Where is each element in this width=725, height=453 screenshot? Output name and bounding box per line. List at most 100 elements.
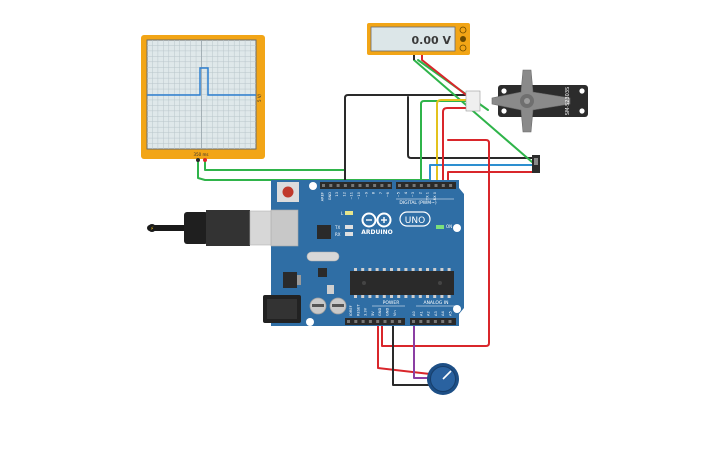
slide-switch[interactable] [532, 155, 540, 173]
top-pin-label: ~3 [411, 192, 415, 197]
chip-pin [418, 268, 422, 271]
header-pin[interactable] [347, 320, 350, 323]
servo-connector [465, 90, 481, 112]
multimeter-mode-a-icon[interactable] [459, 26, 467, 34]
header-pin[interactable] [336, 184, 340, 187]
header-pin[interactable] [361, 320, 365, 323]
header-pin[interactable] [426, 320, 430, 323]
wire-black-pot[interactable] [392, 321, 431, 386]
header-pin[interactable] [376, 320, 380, 323]
potentiometer[interactable] [427, 363, 459, 395]
header-pin[interactable] [433, 320, 437, 323]
multimeter-mode-ohm-icon[interactable] [459, 44, 467, 52]
led-tx-label: TX [334, 225, 340, 230]
chip-pin [368, 295, 372, 298]
header-pin[interactable] [387, 184, 391, 187]
chip-pin [397, 268, 401, 271]
servo-model-label: SM-S2303S [565, 87, 571, 115]
usb-cable-tip [148, 224, 156, 232]
top-pin-label: ~9 [364, 191, 368, 197]
multimeter-reading: 0.00 V [412, 34, 452, 47]
top-pin-label: RX 0 [433, 191, 437, 200]
reset-button[interactable] [282, 186, 294, 198]
wire-blue[interactable] [429, 164, 533, 187]
header-pin[interactable] [434, 184, 438, 187]
header-pin[interactable] [368, 320, 372, 323]
header-pin[interactable] [390, 320, 394, 323]
wire-green-servo[interactable] [420, 100, 471, 187]
multimeter-mode-v-icon[interactable] [460, 36, 466, 42]
top-pin-label: ~11 [350, 192, 354, 200]
header-pin[interactable] [419, 184, 423, 187]
header-pin[interactable] [412, 320, 415, 323]
header-pin[interactable] [380, 184, 384, 187]
power-pin-label: GND [378, 308, 382, 316]
chip-pin [418, 295, 422, 298]
power-header [345, 318, 405, 325]
wire-red-servo[interactable] [442, 107, 471, 187]
oscilloscope-probe-neg[interactable] [196, 158, 200, 162]
arduino-mount-hole [453, 305, 461, 313]
servo-mount-hole [579, 88, 585, 94]
chip-pin [404, 295, 408, 298]
power-pin-label: 5V [371, 311, 375, 316]
wire-purple-pot[interactable] [413, 321, 431, 379]
header-pin[interactable] [441, 184, 445, 187]
wire-red-5v[interactable] [381, 139, 490, 347]
servo-mount-hole [501, 88, 507, 94]
wire-yellow[interactable] [436, 99, 471, 187]
header-pin[interactable] [351, 184, 355, 187]
chip-pin [361, 268, 365, 271]
header-pin[interactable] [412, 184, 416, 187]
atmega-notch [362, 281, 366, 285]
power-label: POWER [383, 300, 400, 306]
oscilloscope[interactable]: 5 V/ 350 ms [141, 35, 265, 162]
header-pin[interactable] [322, 184, 325, 187]
chip-pin [390, 268, 393, 271]
wire-black-gnd[interactable] [344, 94, 471, 187]
chip-pin [433, 268, 437, 271]
header-pin[interactable] [373, 184, 377, 187]
header-pin[interactable] [427, 184, 431, 187]
multimeter[interactable]: 0.00 V [367, 23, 470, 60]
wire-red-pot[interactable] [377, 321, 431, 375]
header-pin[interactable] [358, 184, 362, 187]
header-pin[interactable] [405, 184, 409, 187]
power-pin-label: IOREF [349, 305, 353, 316]
header-pin[interactable] [365, 184, 369, 187]
servo-mount-hole [579, 108, 585, 114]
header-pin[interactable] [449, 184, 453, 187]
top-pin-label: 13 [335, 192, 339, 197]
chip-pin [433, 295, 437, 298]
oscilloscope-probe-pos[interactable] [203, 158, 207, 162]
header-pin[interactable] [448, 320, 452, 323]
wire-red-meter[interactable] [421, 59, 471, 99]
top-pin-label: GND [328, 192, 332, 200]
wire-black-servo[interactable] [407, 96, 533, 159]
servo[interactable]: SM-S2303S [465, 69, 588, 133]
chip-pin [382, 295, 386, 298]
header-pin[interactable] [398, 184, 401, 187]
arduino-mount-hole [453, 224, 461, 232]
led-l [345, 211, 353, 215]
header-pin[interactable] [383, 320, 387, 323]
header-pin[interactable] [329, 184, 333, 187]
header-pin[interactable] [441, 320, 445, 323]
usb-chip [317, 225, 331, 239]
power-pin-label: RESET [356, 304, 360, 316]
chip-pin [375, 295, 379, 298]
chip-pin [397, 295, 401, 298]
uno-badge [399, 211, 431, 227]
header-pin[interactable] [354, 320, 358, 323]
led-l-label: L [341, 211, 344, 216]
header-pin[interactable] [419, 320, 423, 323]
arduino-brand: ARDUINO [361, 229, 392, 236]
arduino-mount-hole [309, 182, 317, 190]
header-pin[interactable] [398, 320, 402, 323]
header-pin[interactable] [343, 184, 347, 187]
slide-switch-knob[interactable] [534, 158, 538, 165]
